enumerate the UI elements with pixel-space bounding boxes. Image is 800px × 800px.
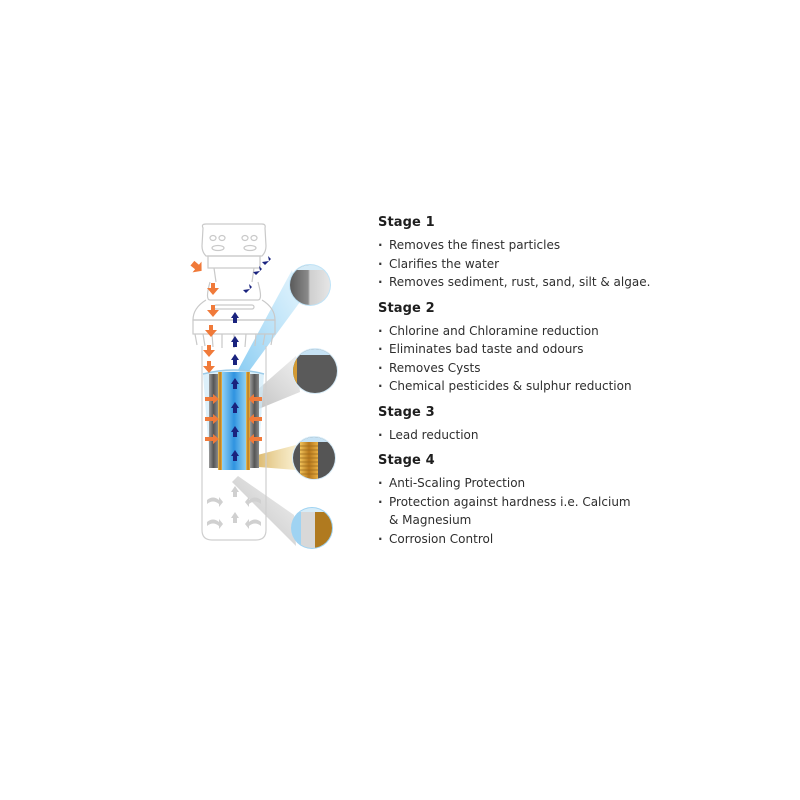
outflow-arrows xyxy=(231,256,271,461)
stage-list: Stage 1 Removes the finest particles Cla… xyxy=(378,214,678,556)
inflow-arrows xyxy=(190,260,262,444)
list-item: Removes Cysts xyxy=(378,359,678,378)
stage-1-callout xyxy=(289,264,331,306)
list-item: Removes sediment, rust, sand, silt & alg… xyxy=(378,273,678,292)
stage-3: Stage 3 Lead reduction xyxy=(378,404,678,445)
list-item: Chemical pesticides & sulphur reduction xyxy=(378,377,678,396)
list-item: Corrosion Control xyxy=(378,530,678,549)
stage-3-bullets: Lead reduction xyxy=(378,426,678,445)
stage-title: Stage 3 xyxy=(378,404,435,420)
stage-4-callout xyxy=(291,507,333,549)
stage-2-bullets: Chlorine and Chloramine reduction Elimin… xyxy=(378,322,678,396)
list-item: Chlorine and Chloramine reduction xyxy=(378,322,678,341)
stage-2-callout xyxy=(292,348,338,394)
stage-1-bullets: Removes the finest particles Clarifies t… xyxy=(378,236,678,292)
list-item: Lead reduction xyxy=(378,426,678,445)
list-item: Protection against hardness i.e. Calcium… xyxy=(378,493,634,530)
list-item: Clarifies the water xyxy=(378,255,678,274)
list-item: Anti-Scaling Protection xyxy=(378,474,678,493)
stage-title: Stage 1 xyxy=(378,215,435,230)
stage-title: Stage 2 xyxy=(378,300,435,316)
list-item: Eliminates bad taste and odours xyxy=(378,340,678,359)
stage-3-callout xyxy=(292,436,336,480)
stage-title: Stage 4 xyxy=(378,453,435,468)
stage-1: Stage 1 Removes the finest particles Cla… xyxy=(378,214,678,292)
bottom-flow-arrows xyxy=(207,486,261,529)
filter-housing xyxy=(201,346,267,541)
stage-2: Stage 2 Chlorine and Chloramine reductio… xyxy=(378,300,678,396)
stage-4-bullets: Anti-Scaling Protection Protection again… xyxy=(378,474,678,548)
list-item: Removes the finest particles xyxy=(378,236,678,255)
stage-4: Stage 4 Anti-Scaling Protection Protecti… xyxy=(378,452,678,548)
